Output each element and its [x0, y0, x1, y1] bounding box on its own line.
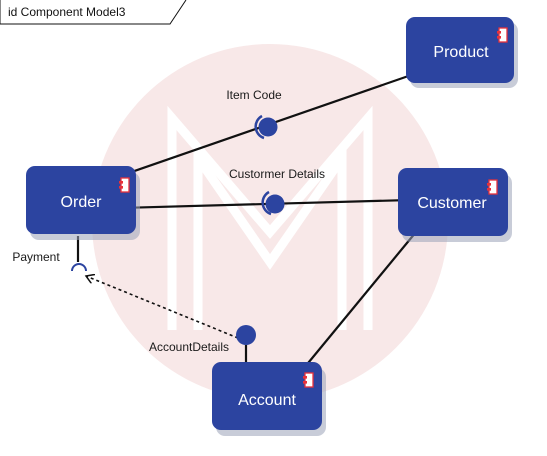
order-customer-line [119, 198, 411, 210]
payment-socket [71, 263, 87, 272]
customer-details-label: Custormer Details [229, 167, 325, 181]
frame-header: id Component Model3 [0, 0, 187, 25]
component-icon [497, 27, 508, 43]
account-details-interface[interactable] [236, 325, 256, 345]
component-name: Account [238, 392, 296, 409]
component-account[interactable]: Account [212, 362, 326, 436]
component-product[interactable]: Product [406, 17, 518, 88]
component-icon [119, 177, 130, 193]
item-code-label: Item Code [226, 88, 282, 102]
component-name: Order [61, 194, 103, 211]
watermark-logo [92, 44, 448, 400]
component-order[interactable]: Order [26, 166, 140, 240]
item-code-interface[interactable] [254, 114, 278, 140]
component-name: Product [433, 44, 489, 61]
payment-label: Payment [12, 250, 60, 264]
frame-title: id Component Model3 [8, 5, 126, 19]
component-icon [487, 179, 498, 195]
account-details-label: AccountDetails [149, 340, 229, 354]
customer-details-interface[interactable] [261, 190, 285, 216]
customer-account-line [303, 231, 417, 369]
component-customer[interactable]: Customer [398, 168, 512, 242]
component-icon [303, 372, 314, 388]
component-name: Customer [417, 195, 487, 212]
